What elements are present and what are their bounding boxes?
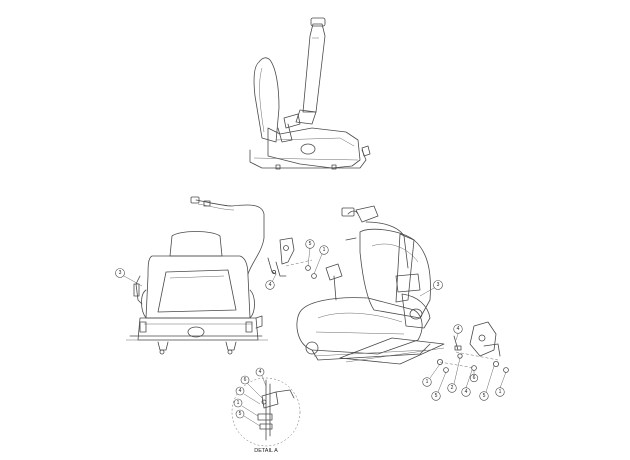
svg-text:4: 4 [259, 369, 262, 375]
callout-hw-2: 2 [447, 357, 461, 393]
callout-hw-5b: 5 [479, 365, 495, 401]
callout-rear-seat: 3 [115, 268, 143, 287]
svg-text:4: 4 [239, 388, 242, 394]
svg-text:5: 5 [239, 411, 242, 417]
callout-detail-6: 6 [240, 375, 263, 399]
svg-text:6: 6 [473, 375, 476, 381]
callout-bracket-1: 1 [313, 245, 329, 275]
callout-hw-1a: 1 [422, 363, 441, 387]
callout-detail-4b: 4 [235, 386, 261, 405]
detail-a-caption: DETAIL A [254, 448, 278, 454]
callout-right-seat: 3 [419, 280, 443, 297]
rear-view-seat [126, 196, 268, 355]
svg-text:2: 2 [451, 385, 454, 391]
svg-text:4: 4 [457, 326, 460, 332]
three-quarter-seat [296, 205, 445, 365]
svg-text:5: 5 [483, 393, 486, 399]
svg-text:6: 6 [244, 377, 247, 383]
side-view-seat [249, 17, 371, 170]
callout-hw-4a: 4 [453, 324, 463, 341]
callout-detail-5: 5 [235, 409, 261, 427]
callout-bracket-4: 4 [265, 273, 277, 290]
callout-bracket-5: 5 [305, 239, 315, 267]
callout-hw-4b: 4 [461, 369, 473, 397]
right-hardware-parts [436, 321, 509, 373]
svg-text:4: 4 [269, 282, 272, 288]
svg-text:1: 1 [323, 247, 326, 253]
svg-text:1: 1 [426, 379, 429, 385]
svg-text:5: 5 [435, 393, 438, 399]
callout-hw-5a: 5 [431, 371, 447, 401]
callout-detail-4a: 4 [255, 367, 267, 387]
svg-text:1: 1 [499, 389, 502, 395]
svg-text:5: 5 [309, 241, 312, 247]
callout-hw-1b: 1 [495, 371, 507, 397]
svg-text:3: 3 [437, 282, 440, 288]
callout-detail-1: 1 [233, 398, 259, 417]
svg-text:4: 4 [465, 389, 468, 395]
svg-text:1: 1 [237, 400, 240, 406]
svg-text:3: 3 [119, 270, 122, 276]
callout-hw-6: 6 [469, 370, 479, 383]
detail-a-view [231, 377, 301, 447]
